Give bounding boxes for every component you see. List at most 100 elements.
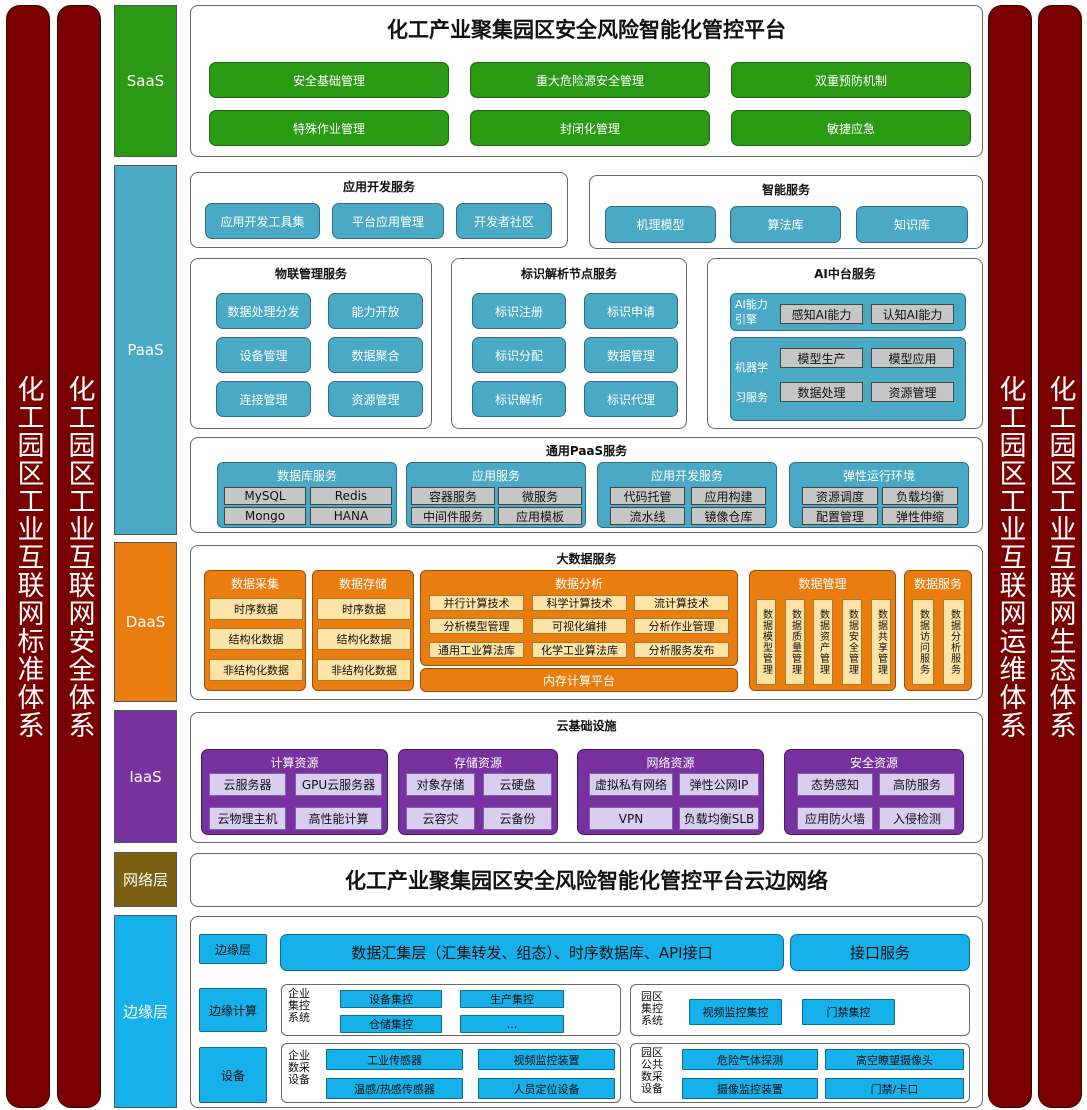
ai-ml-item[interactable]: 数据处理 bbox=[780, 382, 863, 402]
security-resource-item[interactable]: 入侵检测 bbox=[879, 807, 955, 830]
analysis-item[interactable]: 分析模型管理 bbox=[429, 618, 524, 634]
dev-item[interactable]: 应用构建 bbox=[691, 487, 766, 505]
storage-item[interactable]: 非结构化数据 bbox=[317, 659, 411, 681]
manage-item[interactable]: 数据模型管理 bbox=[756, 599, 776, 685]
ai-ml-item[interactable]: 模型生产 bbox=[780, 348, 863, 368]
data-service-item[interactable]: 数据访问服务 bbox=[912, 599, 934, 685]
dev-item[interactable]: 流水线 bbox=[610, 507, 685, 525]
compute-item[interactable]: 云服务器 bbox=[209, 773, 286, 796]
analysis-item[interactable]: 可视化编排 bbox=[532, 618, 627, 634]
ai-ml-item[interactable]: 模型应用 bbox=[871, 348, 954, 368]
park-control-item[interactable]: 门禁集控 bbox=[802, 999, 895, 1025]
runtime-item[interactable]: 资源调度 bbox=[802, 487, 878, 505]
ident-item[interactable]: 标识代理 bbox=[584, 381, 678, 417]
smart-item[interactable]: 机理模型 bbox=[605, 206, 716, 243]
iot-item[interactable]: 设备管理 bbox=[216, 337, 311, 373]
app-item[interactable]: 容器服务 bbox=[411, 487, 495, 505]
smart-item[interactable]: 知识库 bbox=[856, 206, 968, 243]
saas-button[interactable]: 双重预防机制 bbox=[731, 62, 971, 98]
iot-item[interactable]: 能力开放 bbox=[328, 293, 423, 329]
security-resource-item[interactable]: 高防服务 bbox=[879, 773, 955, 796]
smart-item[interactable]: 算法库 bbox=[730, 206, 841, 243]
saas-button[interactable]: 敏捷应急 bbox=[731, 110, 971, 146]
manage-item[interactable]: 数据安全管理 bbox=[842, 599, 862, 685]
app-item[interactable]: 应用模板 bbox=[498, 507, 582, 525]
iot-item[interactable]: 数据处理分发 bbox=[216, 293, 311, 329]
network-resource-item[interactable]: 负载均衡SLB bbox=[679, 807, 759, 830]
park-device-item[interactable]: 危险气体探测 bbox=[682, 1049, 818, 1070]
saas-button[interactable]: 安全基础管理 bbox=[209, 62, 449, 98]
manage-item[interactable]: 数据共享管理 bbox=[871, 599, 891, 685]
ident-item[interactable]: 标识解析 bbox=[472, 381, 566, 417]
network-resource-item[interactable]: 弹性公网IP bbox=[679, 773, 759, 796]
security-resource-item[interactable]: 态势感知 bbox=[797, 773, 873, 796]
park-device-item[interactable]: 高空瞭望摄像头 bbox=[825, 1049, 964, 1070]
ai-engine-item[interactable]: 认知AI能力 bbox=[871, 304, 954, 324]
storage-resource-item[interactable]: 对象存储 bbox=[406, 773, 475, 796]
network-resource-item[interactable]: 虚拟私有网络 bbox=[589, 773, 673, 796]
manage-item[interactable]: 数据资产管理 bbox=[813, 599, 833, 685]
analysis-item[interactable]: 化学工业算法库 bbox=[532, 642, 627, 658]
compute-item[interactable]: GPU云服务器 bbox=[295, 773, 382, 796]
enterprise-device-item[interactable]: 视频监控装置 bbox=[478, 1049, 615, 1070]
analysis-item[interactable]: 分析服务发布 bbox=[634, 642, 729, 658]
network-resource-item[interactable]: VPN bbox=[589, 807, 673, 830]
iot-item[interactable]: 连接管理 bbox=[216, 381, 311, 417]
analysis-item[interactable]: 分析作业管理 bbox=[634, 618, 729, 634]
enterprise-device-item[interactable]: 人员定位设备 bbox=[478, 1078, 615, 1099]
db-item[interactable]: MySQL bbox=[224, 487, 306, 505]
manage-item[interactable]: 数据质量管理 bbox=[785, 599, 805, 685]
runtime-item[interactable]: 弹性伸缩 bbox=[882, 507, 958, 525]
ai-engine-item[interactable]: 感知AI能力 bbox=[780, 304, 863, 324]
appdev-item[interactable]: 平台应用管理 bbox=[332, 203, 444, 239]
analysis-item[interactable]: 流计算技术 bbox=[634, 595, 729, 611]
storage-item[interactable]: 时序数据 bbox=[317, 598, 411, 620]
dev-item[interactable]: 镜像仓库 bbox=[691, 507, 766, 525]
dev-item[interactable]: 代码托管 bbox=[610, 487, 685, 505]
enterprise-device-item[interactable]: 温感/热感传感器 bbox=[326, 1078, 463, 1099]
interface-service[interactable]: 接口服务 bbox=[790, 934, 970, 971]
park-device-item[interactable]: 摄像监控装置 bbox=[682, 1078, 818, 1099]
analysis-item[interactable]: 并行计算技术 bbox=[429, 595, 524, 611]
enterprise-control-item[interactable]: 生产集控 bbox=[460, 990, 564, 1008]
saas-button[interactable]: 重大危险源安全管理 bbox=[470, 62, 710, 98]
collect-item[interactable]: 结构化数据 bbox=[209, 628, 303, 650]
analysis-item[interactable]: 科学计算技术 bbox=[532, 595, 627, 611]
compute-item[interactable]: 云物理主机 bbox=[209, 807, 286, 830]
park-control-item[interactable]: 视频监控集控 bbox=[689, 999, 782, 1025]
runtime-item[interactable]: 配置管理 bbox=[802, 507, 878, 525]
enterprise-control-item[interactable]: ... bbox=[460, 1015, 564, 1033]
collect-item[interactable]: 时序数据 bbox=[209, 598, 303, 620]
collect-item[interactable]: 非结构化数据 bbox=[209, 659, 303, 681]
iot-item[interactable]: 数据聚合 bbox=[328, 337, 423, 373]
db-item[interactable]: HANA bbox=[310, 507, 392, 525]
enterprise-control-item[interactable]: 仓储集控 bbox=[340, 1015, 442, 1033]
appdev-item[interactable]: 应用开发工具集 bbox=[205, 203, 320, 239]
storage-resource-item[interactable]: 云硬盘 bbox=[483, 773, 552, 796]
iot-item[interactable]: 资源管理 bbox=[328, 381, 423, 417]
ai-ml-item[interactable]: 资源管理 bbox=[871, 382, 954, 402]
enterprise-device-item[interactable]: 工业传感器 bbox=[326, 1049, 463, 1070]
ident-item[interactable]: 标识注册 bbox=[472, 293, 566, 329]
saas-button[interactable]: 封闭化管理 bbox=[470, 110, 710, 146]
db-item[interactable]: Mongo bbox=[224, 507, 306, 525]
ident-item[interactable]: 标识分配 bbox=[472, 337, 566, 373]
storage-item[interactable]: 结构化数据 bbox=[317, 628, 411, 650]
data-aggregation-layer[interactable]: 数据汇集层（汇集转发、组态）、时序数据库、API接口 bbox=[280, 934, 784, 971]
memory-compute-platform[interactable]: 内存计算平台 bbox=[420, 668, 738, 692]
saas-button[interactable]: 特殊作业管理 bbox=[209, 110, 449, 146]
data-service-item[interactable]: 数据分析服务 bbox=[943, 599, 965, 685]
compute-item[interactable]: 高性能计算 bbox=[295, 807, 382, 830]
ident-item[interactable]: 标识申请 bbox=[584, 293, 678, 329]
appdev-item[interactable]: 开发者社区 bbox=[456, 203, 552, 239]
runtime-item[interactable]: 负载均衡 bbox=[882, 487, 958, 505]
park-device-item[interactable]: 门禁/卡口 bbox=[825, 1078, 964, 1099]
ident-item[interactable]: 数据管理 bbox=[584, 337, 678, 373]
app-item[interactable]: 微服务 bbox=[498, 487, 582, 505]
analysis-item[interactable]: 通用工业算法库 bbox=[429, 642, 524, 658]
db-item[interactable]: Redis bbox=[310, 487, 392, 505]
security-resource-item[interactable]: 应用防火墙 bbox=[797, 807, 873, 830]
storage-resource-item[interactable]: 云备份 bbox=[483, 807, 552, 830]
storage-resource-item[interactable]: 云容灾 bbox=[406, 807, 475, 830]
enterprise-control-item[interactable]: 设备集控 bbox=[340, 990, 442, 1008]
